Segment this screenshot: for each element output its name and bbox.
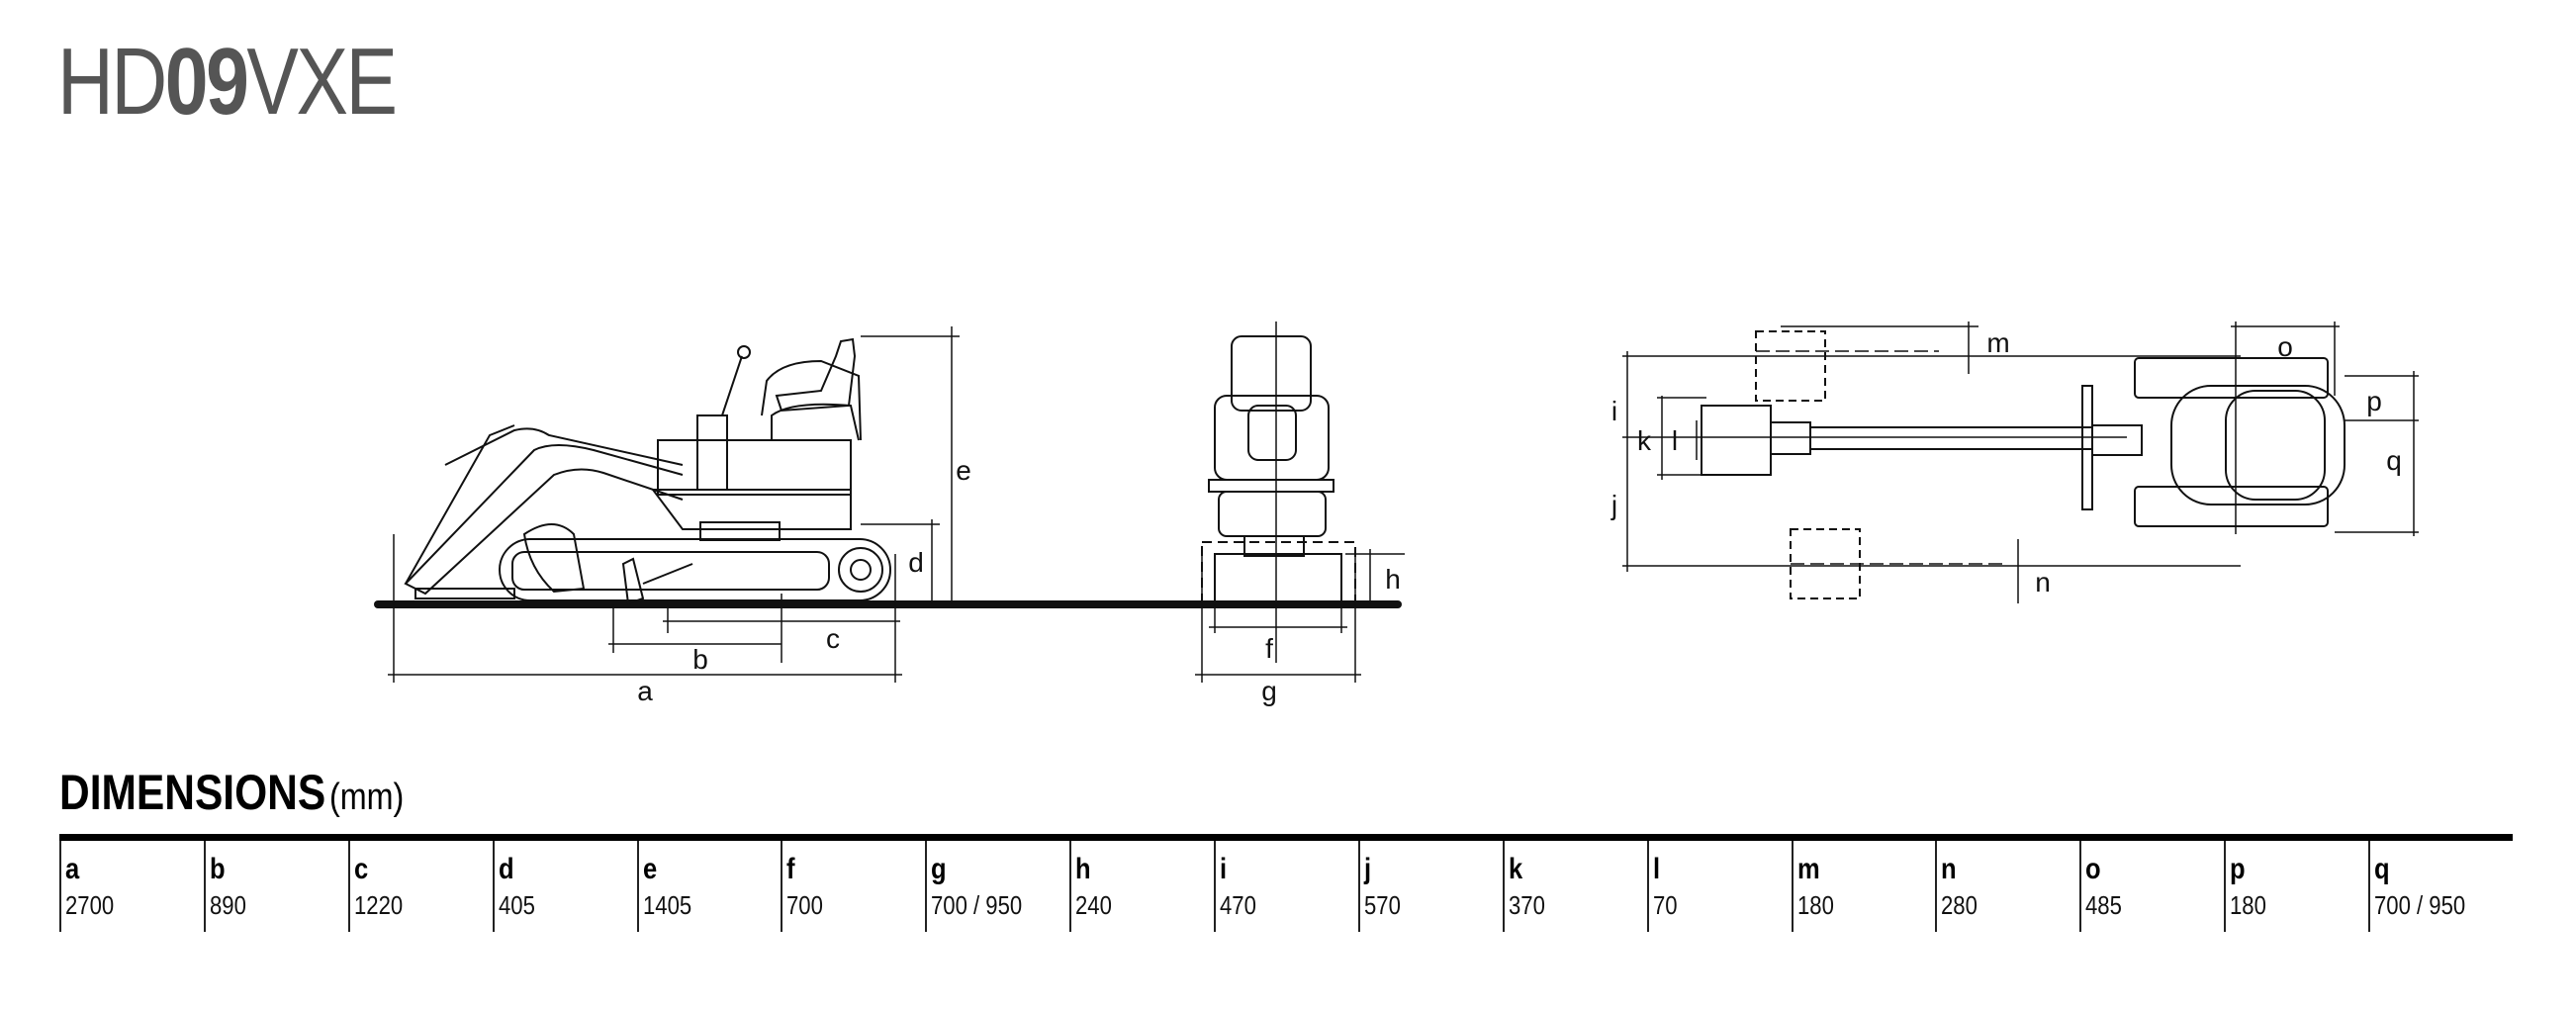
- dimension-value: 370: [1508, 890, 1545, 920]
- label-h: h: [1385, 564, 1401, 595]
- dimension-key: g: [931, 853, 947, 885]
- dimension-cell-e: e 1405: [636, 841, 782, 932]
- dimension-cell-q: q 700 / 950: [2368, 841, 2513, 932]
- dimension-key: o: [2085, 853, 2101, 885]
- dimension-key: i: [1220, 853, 1228, 885]
- label-k: k: [1637, 425, 1652, 456]
- dimension-cell-m: m 180: [1791, 841, 1936, 932]
- dimension-cell-c: c 1220: [347, 841, 493, 932]
- dimension-cell-j: j 570: [1357, 841, 1503, 932]
- side-view: a b c d e: [388, 326, 971, 706]
- label-i: i: [1611, 396, 1617, 426]
- dimension-key: b: [209, 853, 226, 885]
- dimension-cell-n: n 280: [1935, 841, 2079, 932]
- dimension-cell-b: b 890: [203, 841, 348, 932]
- top-view: i j k l m n o p q: [1610, 322, 2419, 603]
- dimension-cell-h: h 240: [1069, 841, 1214, 932]
- dimension-key: d: [498, 853, 514, 885]
- dimension-value: 700 / 950: [931, 890, 1023, 920]
- dimension-value: 700 / 950: [2374, 890, 2466, 920]
- dimension-cell-i: i 470: [1214, 841, 1358, 932]
- dimension-value: 1220: [353, 890, 403, 920]
- model-suffix: VXE: [246, 29, 398, 135]
- model-prefix: HD: [57, 29, 167, 135]
- model-number: 09: [164, 29, 249, 135]
- dimension-key: k: [1508, 853, 1522, 885]
- dimension-value: 2700: [65, 890, 115, 920]
- dimension-cell-k: k 370: [1502, 841, 1647, 932]
- label-q: q: [2386, 445, 2402, 476]
- dimension-cell-o: o 485: [2079, 841, 2224, 932]
- dimension-value: 470: [1220, 890, 1256, 920]
- dimension-key: h: [1075, 853, 1091, 885]
- dimension-cell-a: a 2700: [59, 841, 204, 932]
- dimension-key: f: [786, 853, 795, 885]
- dimensions-title: DIMENSIONS: [59, 765, 326, 820]
- label-f: f: [1265, 633, 1273, 664]
- label-m: m: [1986, 327, 2009, 358]
- dimension-key: c: [353, 853, 368, 885]
- dimension-value: 890: [209, 890, 246, 920]
- dimension-value: 240: [1075, 890, 1113, 920]
- dimension-key: a: [65, 853, 80, 885]
- label-b: b: [692, 644, 708, 675]
- dimension-value: 280: [1941, 890, 1978, 920]
- excavator-dimension-drawing: a b c d e f g h: [374, 322, 2419, 706]
- label-g: g: [1261, 676, 1277, 706]
- dimension-cell-g: g 700 / 950: [925, 841, 1069, 932]
- dimension-value: 70: [1652, 890, 1678, 920]
- dimension-key: p: [2230, 853, 2246, 885]
- dimension-value: 180: [1796, 890, 1834, 920]
- dimension-key: m: [1796, 853, 1820, 885]
- model-title: HD09VXE: [57, 28, 398, 137]
- dimension-value: 700: [786, 890, 824, 920]
- dimension-value: 180: [2230, 890, 2267, 920]
- dimension-value: 485: [2085, 890, 2123, 920]
- label-j: j: [1610, 490, 1617, 520]
- dimension-key: l: [1652, 853, 1660, 885]
- dimension-value: 1405: [642, 890, 691, 920]
- dimensions-table: a 2700 b 890 c 1220 d 405 e 1405 f 700 g 700 / 950 h 24…: [59, 834, 2513, 932]
- dimension-cell-d: d 405: [492, 841, 637, 932]
- label-p: p: [2366, 386, 2382, 416]
- dimension-cell-p: p 180: [2224, 841, 2368, 932]
- label-c: c: [826, 623, 840, 654]
- dimensions-unit: (mm): [328, 777, 405, 818]
- dimension-cell-l: l 70: [1646, 841, 1792, 932]
- dimension-key: j: [1363, 853, 1371, 885]
- label-l: l: [1672, 425, 1678, 456]
- dimension-key: n: [1941, 853, 1957, 885]
- dimensions-heading: DIMENSIONS (mm): [59, 764, 404, 821]
- label-a: a: [637, 676, 653, 706]
- label-d: d: [908, 547, 924, 578]
- dimension-cell-f: f 700: [781, 841, 925, 932]
- dimension-key: q: [2374, 853, 2390, 885]
- label-n: n: [2035, 567, 2051, 597]
- label-o: o: [2277, 331, 2293, 362]
- dimension-value: 405: [498, 890, 535, 920]
- front-view: f g h: [1195, 322, 1405, 706]
- label-e: e: [956, 455, 971, 486]
- dimension-key: e: [642, 853, 657, 885]
- dimension-value: 570: [1363, 890, 1401, 920]
